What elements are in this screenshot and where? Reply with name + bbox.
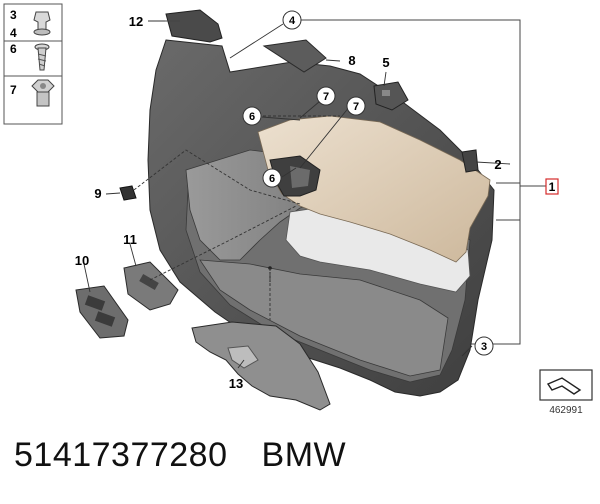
part-5-switch — [373, 81, 409, 111]
callout-12: 12 — [129, 14, 143, 29]
nut-icon — [31, 79, 55, 107]
fastener-legend: 3 4 6 7 — [3, 3, 63, 125]
legend-number-4: 4 — [10, 26, 17, 40]
door-trim-panel — [147, 39, 495, 397]
callout-3-circle — [474, 336, 494, 356]
legend-number-3: 3 — [10, 8, 17, 22]
clip-icon — [33, 11, 51, 36]
diagram-id: 462991 — [549, 405, 583, 416]
callout-6b-circle — [262, 168, 282, 188]
part-10-window-switch-bezel — [75, 285, 129, 339]
callout-5: 5 — [382, 55, 389, 70]
callout-7a: 7 — [323, 91, 329, 103]
callout-3: 3 — [481, 341, 487, 353]
part-number: 51417377280 — [14, 436, 228, 474]
part-12-window-cap — [165, 9, 223, 43]
screw-icon — [34, 43, 50, 71]
part-8-mirror-triangle — [262, 39, 327, 73]
callouts: 12 4 8 5 7 7 6 6 2 1 9 11 10 3 13 — [75, 10, 559, 391]
part-2-clip — [461, 149, 479, 173]
callout-6b: 6 — [269, 173, 275, 185]
callout-2: 2 — [494, 157, 501, 172]
brand-name: BMW — [261, 436, 347, 474]
callout-7a-circle — [316, 86, 336, 106]
callout-6a: 6 — [249, 111, 255, 123]
part-caption: 51417377280 BMW — [14, 436, 346, 475]
callout-6a-circle — [242, 106, 262, 126]
callout-8: 8 — [348, 53, 355, 68]
diagram-reference-box: 462991 — [539, 369, 593, 416]
assembly-bracket — [292, 19, 546, 345]
part-11-bracket — [123, 261, 179, 311]
callout-1: 1 — [549, 180, 556, 194]
callout-7b: 7 — [353, 101, 359, 113]
callout-10: 10 — [75, 253, 89, 268]
callout-9: 9 — [94, 186, 101, 201]
callout-1-box — [545, 178, 559, 195]
legend-number-7: 7 — [10, 83, 17, 97]
callout-4: 4 — [289, 15, 296, 27]
callout-11: 11 — [123, 232, 137, 247]
callout-4-circle — [282, 10, 302, 30]
callout-13: 13 — [229, 376, 243, 391]
callout-7b-circle — [346, 96, 366, 116]
arrow-icon — [546, 377, 582, 395]
part-9-clip — [119, 185, 137, 201]
legend-number-6: 6 — [10, 42, 17, 56]
part-13-insulation-pad — [191, 321, 331, 411]
door-trim-exploded-diagram: 3 4 6 7 — [3, 3, 593, 416]
